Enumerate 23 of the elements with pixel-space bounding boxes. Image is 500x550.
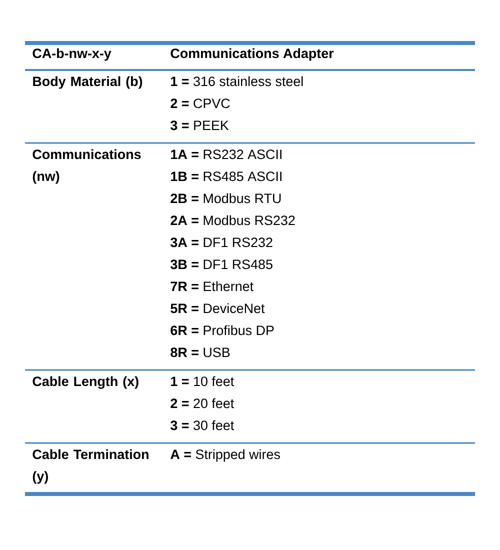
row-heading: Cable Length (x) (32, 376, 138, 389)
table-header: CA-b-nw-x-y (32, 48, 112, 61)
row-heading: Communications (nw) (32, 149, 141, 184)
option-text: 2A = Modbus RS232 (170, 215, 295, 226)
option-text: 5R = DeviceNet (170, 303, 265, 314)
option-text: 3B = DF1 RS485 (170, 260, 272, 270)
option-text: 1A = RS232 ASCII (171, 150, 282, 160)
option-text: 3A = DF1 RS232 (170, 238, 272, 248)
option-text: 2 = 20 feet (170, 398, 234, 408)
option-text: A = Stripped wires (170, 449, 280, 462)
option-text: 3 = PEEK (170, 120, 229, 130)
option-text: 1 = 316 stainless steel (171, 76, 303, 86)
option-text: 7R = Ethernet (170, 281, 254, 292)
option-text: 2B = Modbus RTU (170, 193, 281, 204)
option-text: 1 = 10 feet (171, 376, 234, 386)
row-heading: Body Material (b) (33, 76, 142, 89)
table-header: Communications Adapter (170, 48, 334, 61)
option-text: 8R = USB (170, 348, 230, 358)
option-text: 6R = Profibus DP (170, 325, 274, 336)
row-heading: Cable Termination (y) (32, 449, 148, 484)
option-text: 3 = 30 feet (170, 420, 234, 430)
option-text: 2 = CPVC (170, 98, 230, 108)
option-text: 1B = RS485 ASCII (171, 172, 282, 182)
